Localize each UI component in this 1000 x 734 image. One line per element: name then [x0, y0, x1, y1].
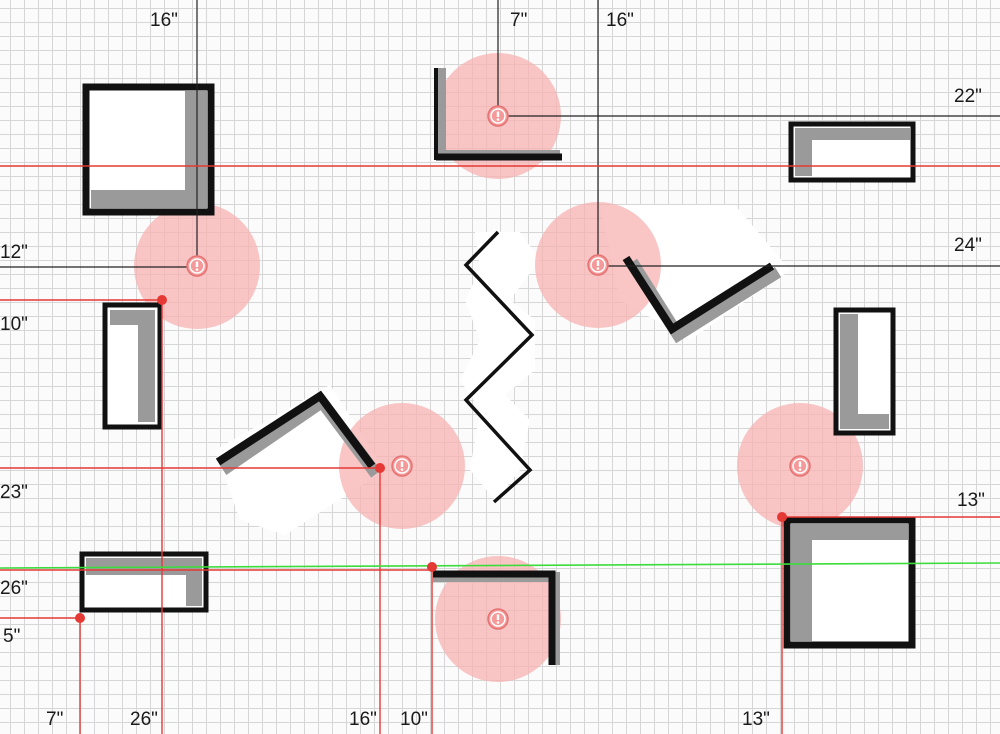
rect-bottom-right-square[interactable]	[783, 516, 916, 649]
label-right-13: 13"	[957, 490, 985, 511]
label-bottom-13: 13"	[742, 709, 770, 730]
white-backgrounds	[215, 205, 790, 535]
l-wall-bottom[interactable]	[433, 570, 560, 665]
rect-top-right-wide[interactable]	[788, 121, 916, 183]
anchor-point-icon	[427, 562, 437, 572]
label-bottom-7: 7"	[46, 709, 63, 730]
l-wall-top[interactable]	[434, 68, 562, 161]
rect-tl-square[interactable]	[82, 83, 215, 216]
label-top-7: 7"	[510, 10, 527, 31]
alert-target-icon	[186, 255, 208, 277]
label-left-5: 5"	[3, 626, 20, 647]
anchor-point-icon	[75, 613, 85, 623]
anchor-point-icon	[777, 512, 787, 522]
label-right-22: 22"	[954, 86, 982, 107]
alert-target-icon	[487, 105, 509, 127]
rect-right-tall[interactable]	[833, 307, 896, 436]
rect-bottom-left-wide[interactable]	[79, 551, 209, 613]
alert-target-icon	[391, 455, 413, 477]
anchor-point-icon	[157, 295, 167, 305]
label-left-12: 12"	[0, 242, 28, 263]
alert-target-icon	[789, 455, 811, 477]
label-left-26: 26"	[0, 578, 28, 599]
rect-left-tall[interactable]	[102, 302, 163, 430]
v-wall-center-right[interactable]	[622, 255, 782, 344]
label-bottom-16: 16"	[349, 709, 377, 730]
red-guides	[0, 165, 1000, 734]
zigzag-line[interactable]	[463, 230, 535, 504]
label-bottom-26: 26"	[130, 709, 158, 730]
target-icons	[186, 105, 811, 630]
label-bottom-10: 10"	[400, 709, 428, 730]
label-top-16b: 16"	[606, 10, 634, 31]
label-left-10: 10"	[0, 314, 28, 335]
label-top-16: 16"	[150, 10, 178, 31]
v-wall-left[interactable]	[215, 390, 381, 478]
dimension-labels: 16" 7" 16" 22" 12" 24" 10" 23" 13" 26" 5…	[0, 10, 985, 730]
label-right-24: 24"	[954, 235, 982, 256]
alert-target-icon	[487, 608, 509, 630]
black-guides	[0, 0, 1000, 268]
label-left-23: 23"	[0, 482, 28, 503]
anchor-points	[75, 295, 787, 623]
anchor-point-icon	[375, 463, 385, 473]
green-guide	[0, 562, 1000, 569]
alert-target-icon	[587, 254, 609, 276]
